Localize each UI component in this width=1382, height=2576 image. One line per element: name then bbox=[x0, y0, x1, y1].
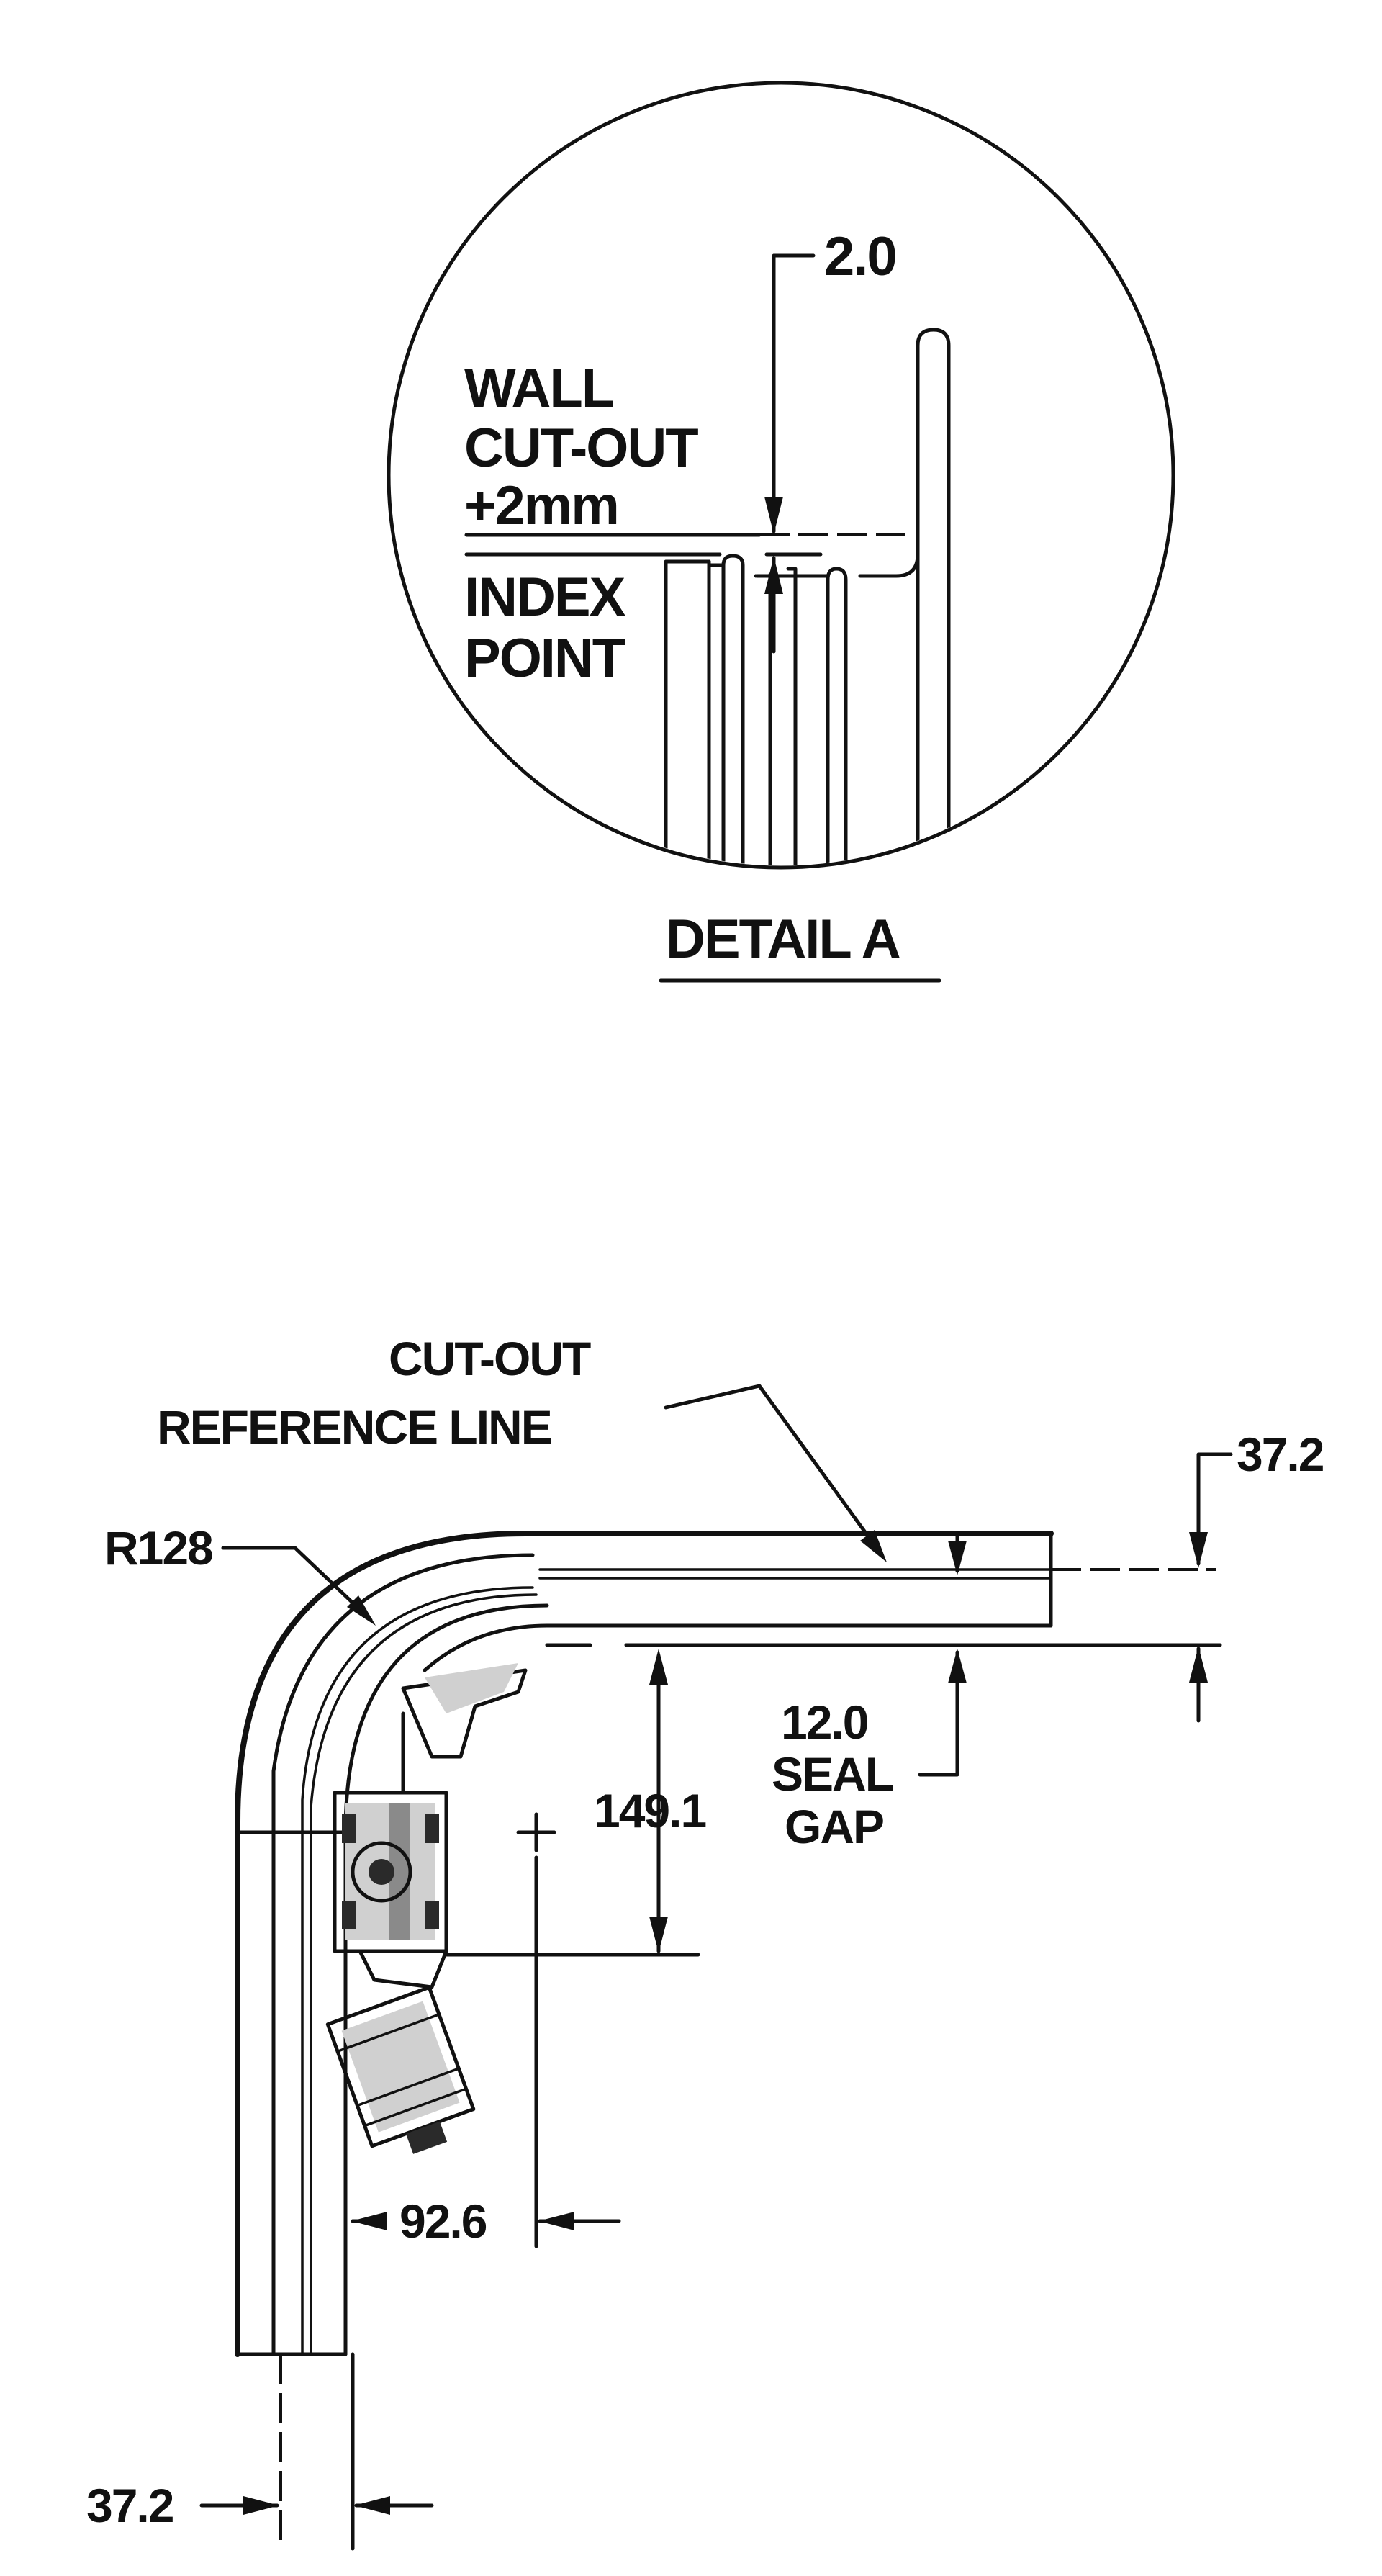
mechanism bbox=[325, 1663, 528, 2154]
dim-92-6-label: 92.6 bbox=[399, 2194, 487, 2248]
dim-2-leader bbox=[772, 253, 816, 533]
index-point-label-2: POINT bbox=[464, 628, 625, 689]
detail-profile bbox=[664, 328, 951, 865]
radius-leader: R128 bbox=[104, 1521, 376, 1626]
dim-149-1: 149.1 bbox=[444, 1649, 707, 1957]
dim-37-2-bottom: 37.2 bbox=[86, 2479, 434, 2532]
wall-cutout-label-2: CUT-OUT bbox=[464, 418, 698, 479]
dim-seal-gap: 12.0 SEAL GAP bbox=[772, 1531, 967, 1853]
cutout-reference-label-2: REFERENCE LINE bbox=[157, 1400, 551, 1454]
dim-2-arrow-top bbox=[764, 497, 783, 534]
index-point-label-1: INDEX bbox=[464, 567, 626, 628]
wall-cutout-label-1: WALL bbox=[464, 358, 614, 419]
dim-37-2-right: 37.2 bbox=[1189, 1428, 1325, 1723]
cutout-reference-label-1: CUT-OUT bbox=[389, 1332, 591, 1385]
detail-a-view: 2.0 WALL CUT-OUT +2mm INDEX POINT DETAIL… bbox=[387, 81, 1175, 983]
seal-gap-value: 12.0 bbox=[781, 1695, 867, 1749]
wall-cutout-label-3: +2mm bbox=[464, 475, 618, 536]
detail-a-title: DETAIL A bbox=[666, 909, 900, 970]
dim-37-2-bottom-label: 37.2 bbox=[86, 2479, 173, 2532]
seal-gap-label-2: GAP bbox=[785, 1800, 883, 1853]
cutout-reference-leader: CUT-OUT REFERENCE LINE bbox=[157, 1332, 887, 1562]
dim-37-2-right-label: 37.2 bbox=[1237, 1428, 1324, 1481]
outer-wall-line bbox=[235, 1531, 1054, 2357]
plan-view: 149.1 92.6 37.2 37.2 bbox=[86, 1332, 1325, 2551]
dim-2-arrow-bottom bbox=[764, 557, 783, 594]
radius-label: R128 bbox=[104, 1521, 212, 1575]
detail-circle bbox=[387, 81, 1175, 870]
dim-149-1-label: 149.1 bbox=[594, 1784, 705, 1837]
seal-gap-label-1: SEAL bbox=[772, 1747, 893, 1801]
dim-92-6: 92.6 bbox=[351, 1855, 621, 2248]
dim-2-label: 2.0 bbox=[824, 226, 896, 287]
